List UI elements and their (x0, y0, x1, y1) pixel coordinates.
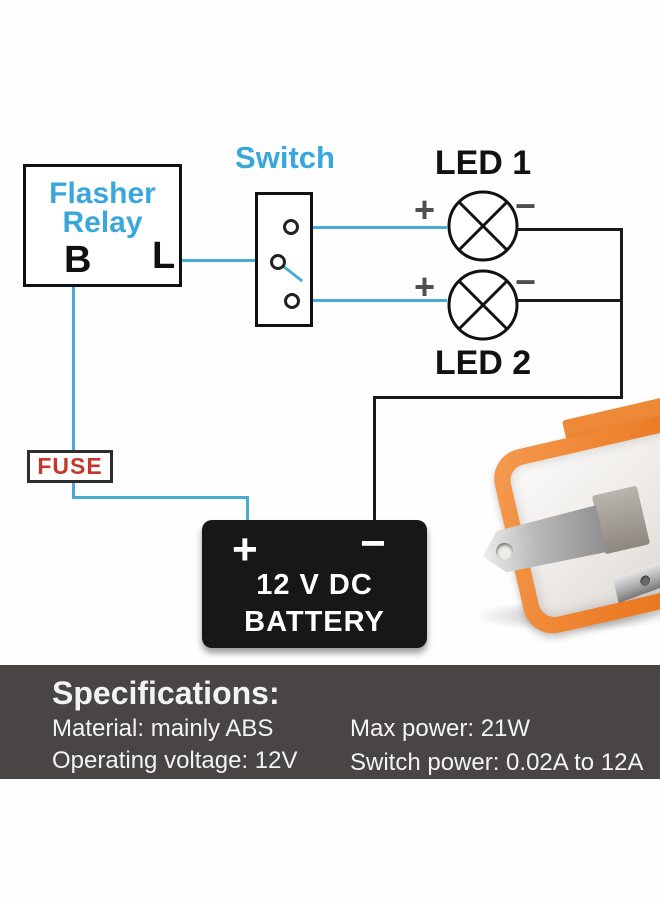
flasher-relay-product-photo (438, 391, 660, 640)
battery-box: + − 12 V DC BATTERY (202, 520, 427, 648)
wire-led1-minus-h (518, 228, 623, 231)
led2-label: LED 2 (434, 344, 532, 382)
switch-contact-common (270, 254, 286, 270)
wire-fuse-to-battery-h (72, 496, 249, 499)
led1-label: LED 1 (434, 144, 532, 182)
wire-to-battery-plus (246, 499, 249, 522)
battery-name-label: BATTERY (244, 606, 385, 638)
product-spade-terminal-left (477, 505, 607, 579)
flasher-relay-box: Flasher Relay B L (23, 164, 182, 287)
flasher-relay-title: Flasher Relay (26, 177, 179, 239)
wire-fuse-down (72, 477, 75, 499)
wire-switch-to-led1 (297, 226, 447, 229)
lamp-cross-icon (447, 269, 519, 341)
wire-led2-minus-h (518, 299, 623, 302)
product-body-group (435, 368, 660, 657)
wire-relay-to-switch (179, 259, 272, 262)
wire-return-horizontal (373, 396, 623, 399)
specifications-band: Specifications: Material: mainly ABS Ope… (0, 665, 660, 779)
switch-title: Switch (235, 140, 335, 175)
wire-relay-b-to-fuse (72, 284, 75, 452)
led2-plus-sign: + (414, 266, 436, 307)
spec-switch-power: Switch power: 0.02A to 12A (350, 749, 644, 776)
wire-right-vertical (620, 228, 623, 399)
wire-switch-to-led2 (298, 299, 447, 302)
product-screw (656, 472, 660, 528)
battery-plus-sign: + (232, 525, 258, 574)
wire-to-battery-minus (373, 399, 376, 520)
specifications-title: Specifications: (52, 675, 280, 711)
terminal-dimple (639, 574, 652, 588)
led1-minus-sign: − (515, 185, 537, 226)
fuse-label: FUSE (37, 453, 103, 479)
switch-contact-top (283, 219, 299, 235)
switch-contact-bottom (284, 293, 300, 309)
fuse-box: FUSE (27, 450, 113, 483)
spec-max-power: Max power: 21W (350, 715, 531, 742)
spec-material: Material: mainly ABS (52, 715, 274, 742)
terminal-l-label: L (152, 235, 176, 277)
led1-plus-sign: + (414, 189, 436, 230)
spec-operating-voltage: Operating voltage: 12V (52, 747, 298, 774)
terminal-hole (494, 541, 514, 561)
lamp-cross-icon (447, 190, 519, 262)
flasher-relay-title-line2: Relay (62, 206, 143, 239)
battery-voltage-label: 12 V DC (256, 569, 373, 601)
terminal-b-label: B (64, 239, 92, 281)
battery-minus-sign: − (360, 519, 386, 568)
flasher-relay-title-line1: Flasher (49, 177, 156, 210)
product-bottom-face (507, 415, 660, 621)
led2-minus-sign: − (515, 261, 537, 302)
